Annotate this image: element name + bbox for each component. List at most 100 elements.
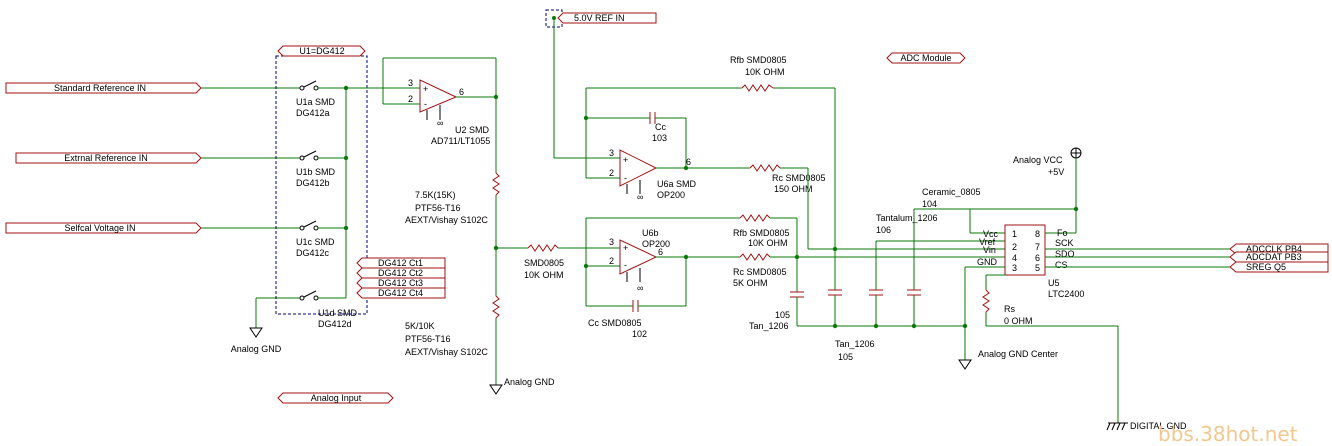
port-dg412-ct2-label: DG412 Ct2 — [378, 268, 423, 278]
port-selfcal-voltage-label: Selfcal Voltage IN — [64, 223, 135, 233]
rfb2-value: 10K OHM — [748, 238, 788, 248]
port-dg412-ct1-label: DG412 Ct1 — [378, 258, 423, 268]
ltc-gnd: GND — [977, 257, 998, 267]
ceramic-value: 104 — [922, 199, 937, 209]
analog-gnd-center-label: Analog GND Center — [978, 349, 1058, 359]
u6a-minus: - — [624, 173, 627, 183]
ltc-vref: Vref — [979, 237, 996, 247]
analog-gnd-label-1: Analog GND — [231, 344, 282, 354]
ltc-pin6: 6 — [1035, 253, 1040, 263]
cc1-value: 103 — [652, 133, 667, 143]
u6a-inf: ∞ — [637, 192, 643, 202]
r5k-part: PTF56-T16 — [405, 334, 451, 344]
analog-vcc-label: Analog VCC — [1013, 155, 1063, 165]
digital-gnd-symbol — [1106, 422, 1128, 431]
cc2-value: 102 — [632, 329, 647, 339]
u2-plus: + — [423, 84, 428, 94]
resistor-rs — [982, 289, 990, 313]
port-dg412-ct1 — [356, 257, 446, 269]
ceramic-label: Ceramic_0805 — [922, 187, 981, 197]
opamp-u6b — [619, 239, 658, 275]
rc1-value: 150 OHM — [774, 184, 813, 194]
u1d-label: U1d SMD — [318, 308, 358, 318]
ltc-sdo: SDO — [1055, 249, 1075, 259]
u1b-part: DG412b — [296, 178, 330, 188]
port-adcdat-label: ADCDAT PB3 — [1246, 252, 1302, 262]
tan2-value: 105 — [838, 352, 853, 362]
port-dg412-ct4-label: DG412 Ct4 — [378, 288, 423, 298]
rs-value: 0 OHM — [1004, 316, 1033, 326]
tan2-label: Tan_1206 — [835, 339, 875, 349]
port-sreg — [1229, 261, 1329, 273]
port-standard-reference — [5, 82, 202, 94]
u2-pin6: 6 — [459, 87, 464, 97]
ltc-pin5: 5 — [1035, 263, 1040, 273]
input-resistor-value: 10K OHM — [524, 270, 564, 280]
port-standard-reference-label: Standard Reference IN — [54, 83, 146, 93]
port-ref-5v — [557, 12, 657, 24]
u2-label: U2 SMD — [455, 125, 490, 135]
resistor-rfb2 — [739, 214, 771, 222]
ltc-pin2: 2 — [1012, 242, 1017, 252]
adc-module-flag — [886, 52, 966, 64]
u1c-part: DG412c — [296, 248, 330, 258]
analog-vcc-value: +5V — [1048, 167, 1064, 177]
rs-label: Rs — [1004, 304, 1015, 314]
port-external-reference — [15, 152, 202, 164]
watermark: bbs.38hot.net — [1158, 422, 1298, 446]
u1d-part: DG412d — [318, 319, 352, 329]
r75k-part: PTF56-T16 — [415, 203, 461, 213]
u6b-pin3: 3 — [609, 237, 614, 247]
rfb1-label: Rfb SMD0805 — [730, 55, 787, 65]
u2-inf: ∞ — [437, 118, 443, 128]
port-sreg-label: SREG Q5 — [1246, 262, 1286, 272]
analog-gnd-symbol-2 — [489, 384, 503, 395]
ltc-pin7: 7 — [1035, 242, 1040, 252]
u6b-plus: + — [623, 243, 628, 253]
u6b-pin6: 6 — [658, 247, 663, 257]
ltc-pin1: 1 — [1012, 229, 1017, 239]
rc1-label: Rc SMD0805 — [772, 173, 826, 183]
u5-part: LTC2400 — [1048, 289, 1084, 299]
u1a-label: U1a SMD — [296, 97, 336, 107]
u5-label: U5 — [1048, 278, 1060, 288]
u2-pin2: 2 — [408, 94, 413, 104]
input-resistor-label: SMD0805 — [524, 258, 564, 268]
u6b-minus: - — [624, 260, 627, 270]
ltc-vin: Vin — [983, 245, 996, 255]
u1a-part: DG412a — [296, 108, 330, 118]
u1-title-flag — [277, 45, 366, 57]
u6b-part: OP200 — [642, 239, 670, 249]
ltc2400-u5 — [1004, 224, 1046, 276]
u6a-pin3: 3 — [609, 148, 614, 158]
resistor-10k-input — [527, 244, 559, 252]
u2-minus: - — [424, 99, 427, 109]
u2-pin3: 3 — [408, 78, 413, 88]
switch-u1a — [299, 80, 319, 91]
tantalum-value: 106 — [876, 225, 891, 235]
analog-gnd-center-symbol — [958, 359, 972, 370]
switch-u1c — [299, 220, 319, 231]
r75k-value: 7.5K(15K) — [415, 190, 456, 200]
tantalum-label: Tantalum_1206 — [876, 213, 938, 223]
u6b-label: U6b — [642, 228, 659, 238]
rc2-value: 5K OHM — [733, 278, 768, 288]
port-external-reference-label: Extrnal Reference IN — [64, 153, 148, 163]
port-dg412-ct4 — [356, 287, 446, 299]
u6b-pin2: 2 — [609, 256, 614, 266]
port-adcdat — [1229, 251, 1329, 263]
r75k-vendor: AEXT/Vishay S102C — [405, 215, 488, 225]
port-selfcal-voltage — [5, 222, 202, 234]
r5k-vendor: AEXT/Vishay S102C — [405, 347, 488, 357]
ltc-cs: CS — [1055, 260, 1068, 270]
rfb1-value: 10K OHM — [745, 67, 785, 77]
resistor-rc1 — [749, 164, 781, 172]
u6a-pin6: 6 — [686, 157, 691, 167]
ltc-fo: Fo — [1057, 228, 1068, 238]
u1-title: U1=DG412 — [299, 46, 344, 56]
port-dg412-ct2 — [356, 267, 446, 279]
ltc-sck: SCK — [1055, 238, 1074, 248]
resistor-7k5 — [492, 172, 500, 196]
